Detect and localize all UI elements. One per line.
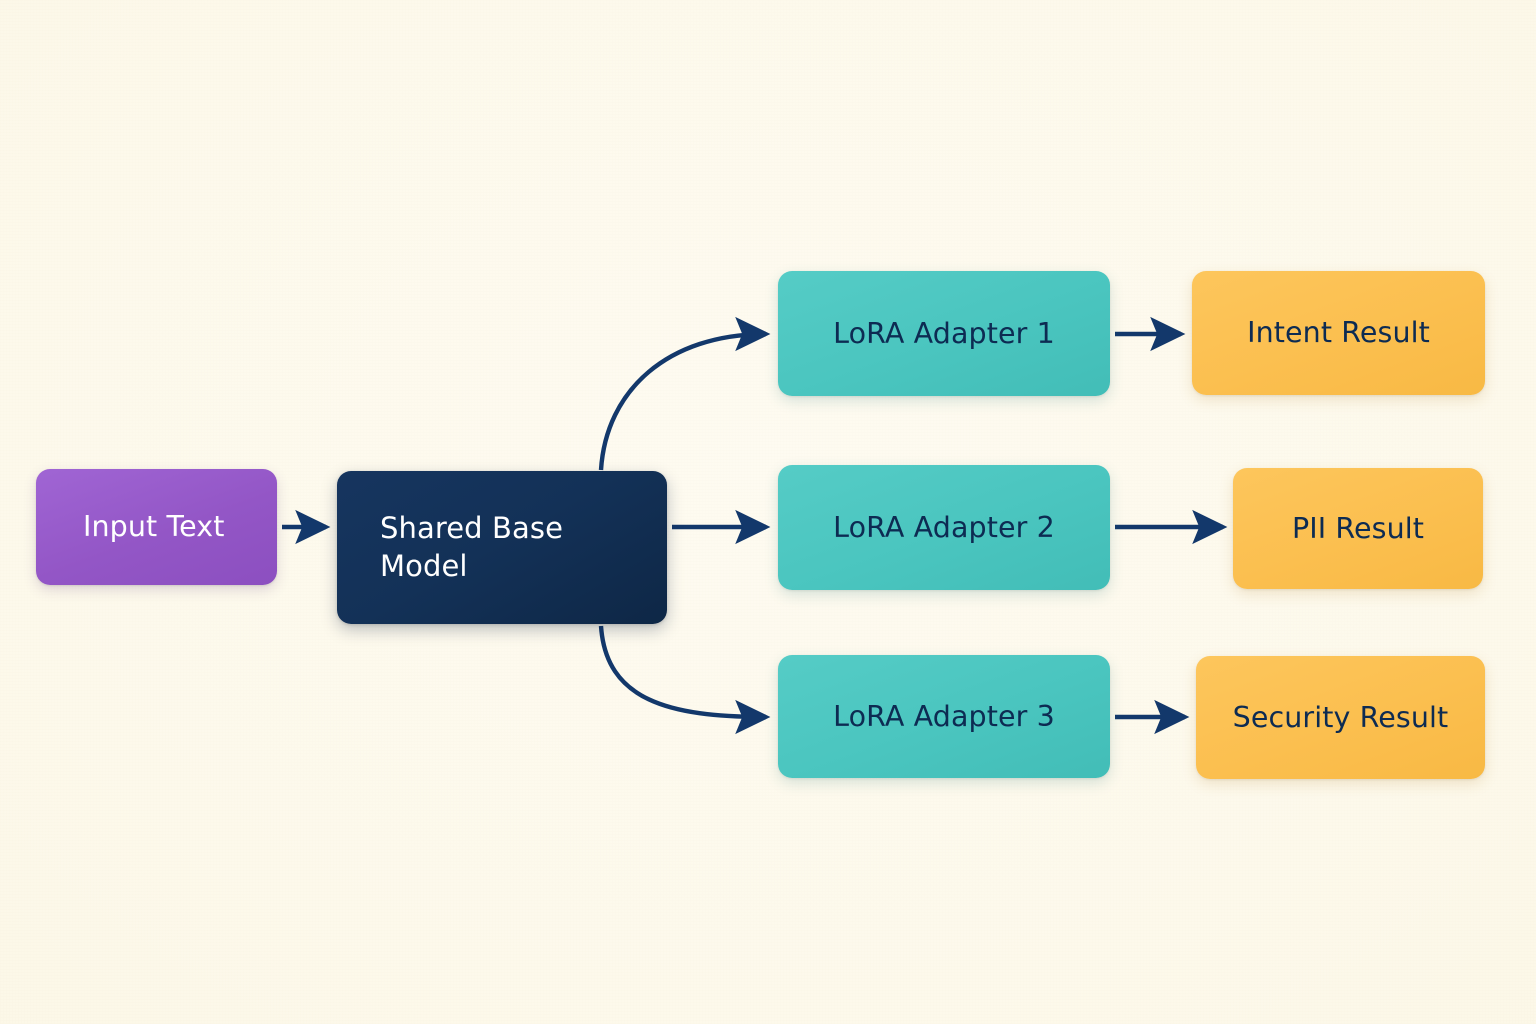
- node-intent-result-label: Intent Result: [1247, 316, 1430, 350]
- edge-base-to-adapter-1: [598, 316, 771, 471]
- node-intent-result[interactable]: Intent Result: [1192, 271, 1485, 395]
- node-pii-result-label: PII Result: [1291, 511, 1425, 545]
- node-lora-adapter-3[interactable]: LoRA Adapter 3: [778, 655, 1110, 778]
- node-security-result-label: Security Result: [1232, 700, 1449, 734]
- node-lora-adapter-1[interactable]: LoRA Adapter 1: [778, 271, 1110, 396]
- edge-base-to-adapter-3: [598, 625, 771, 735]
- node-lora-adapter-3-label: LoRA Adapter 3: [833, 699, 1055, 733]
- node-lora-adapter-2[interactable]: LoRA Adapter 2: [778, 465, 1110, 590]
- node-lora-adapter-2-label: LoRA Adapter 2: [833, 510, 1055, 544]
- node-lora-adapter-1-label: LoRA Adapter 1: [833, 316, 1055, 350]
- node-input-text-label: Input Text: [83, 510, 225, 544]
- node-shared-base-model[interactable]: Shared Base Model: [337, 471, 667, 624]
- node-input-text[interactable]: Input Text: [36, 469, 277, 585]
- node-security-result[interactable]: Security Result: [1196, 656, 1485, 779]
- node-shared-base-model-label: Shared Base Model: [380, 510, 564, 583]
- node-pii-result[interactable]: PII Result: [1233, 468, 1483, 589]
